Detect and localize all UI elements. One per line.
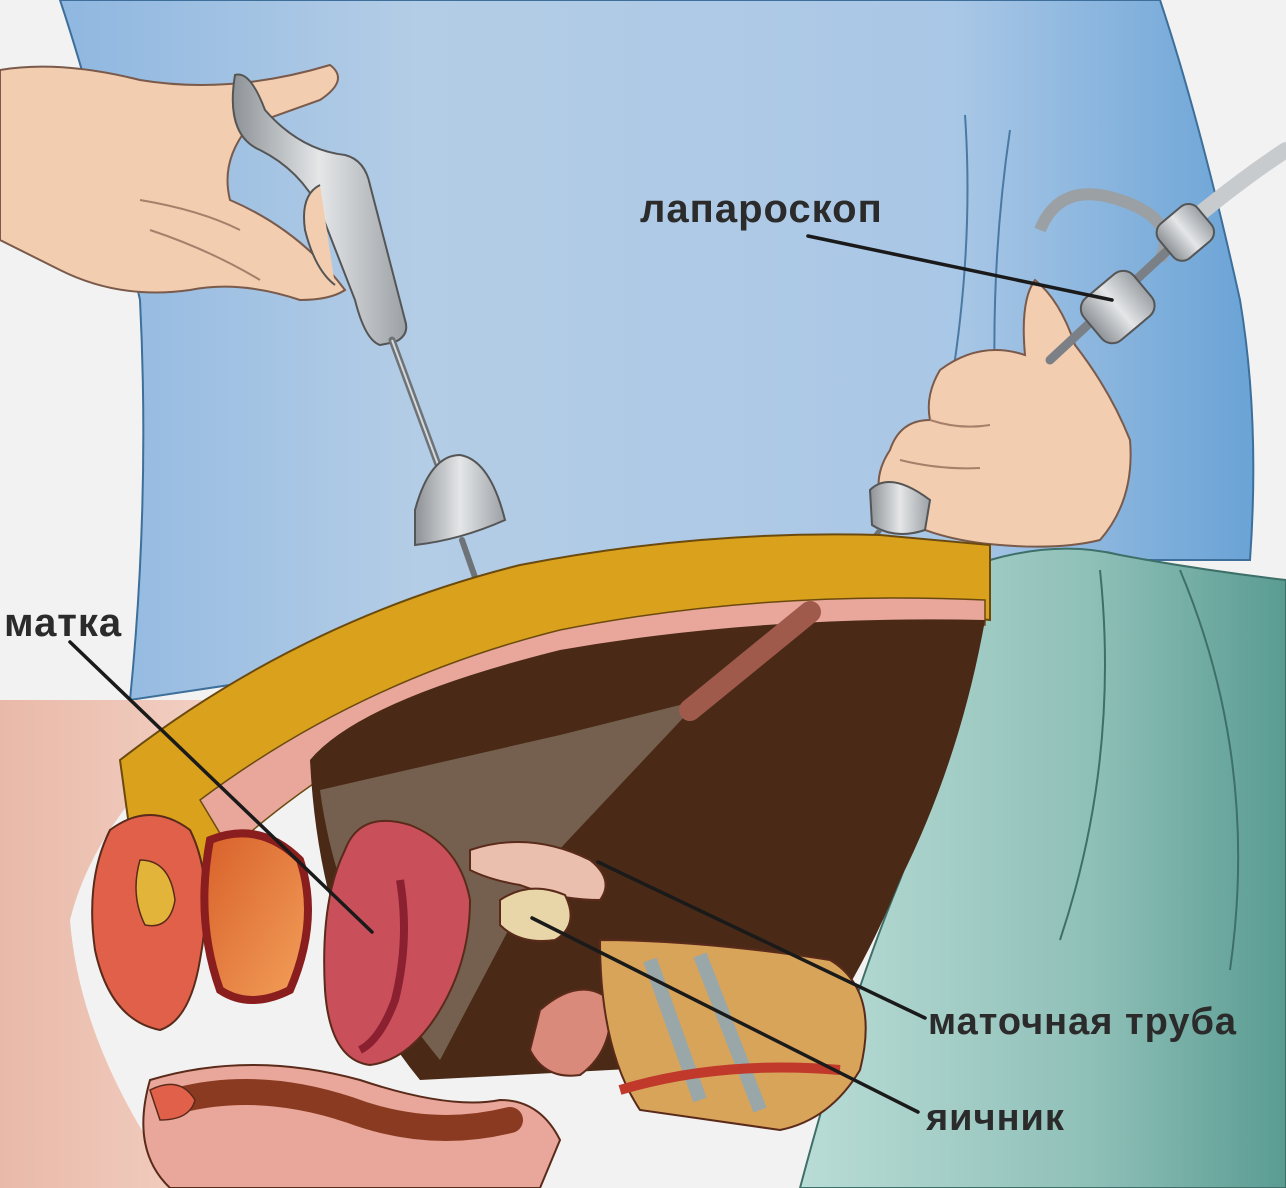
label-fallopian-tube: маточная труба: [928, 1001, 1237, 1043]
label-ovary: яичник: [925, 1097, 1065, 1139]
label-laparoscope: лапароскоп: [640, 187, 883, 231]
label-uterus: матка: [4, 601, 122, 645]
bladder: [204, 833, 308, 1000]
